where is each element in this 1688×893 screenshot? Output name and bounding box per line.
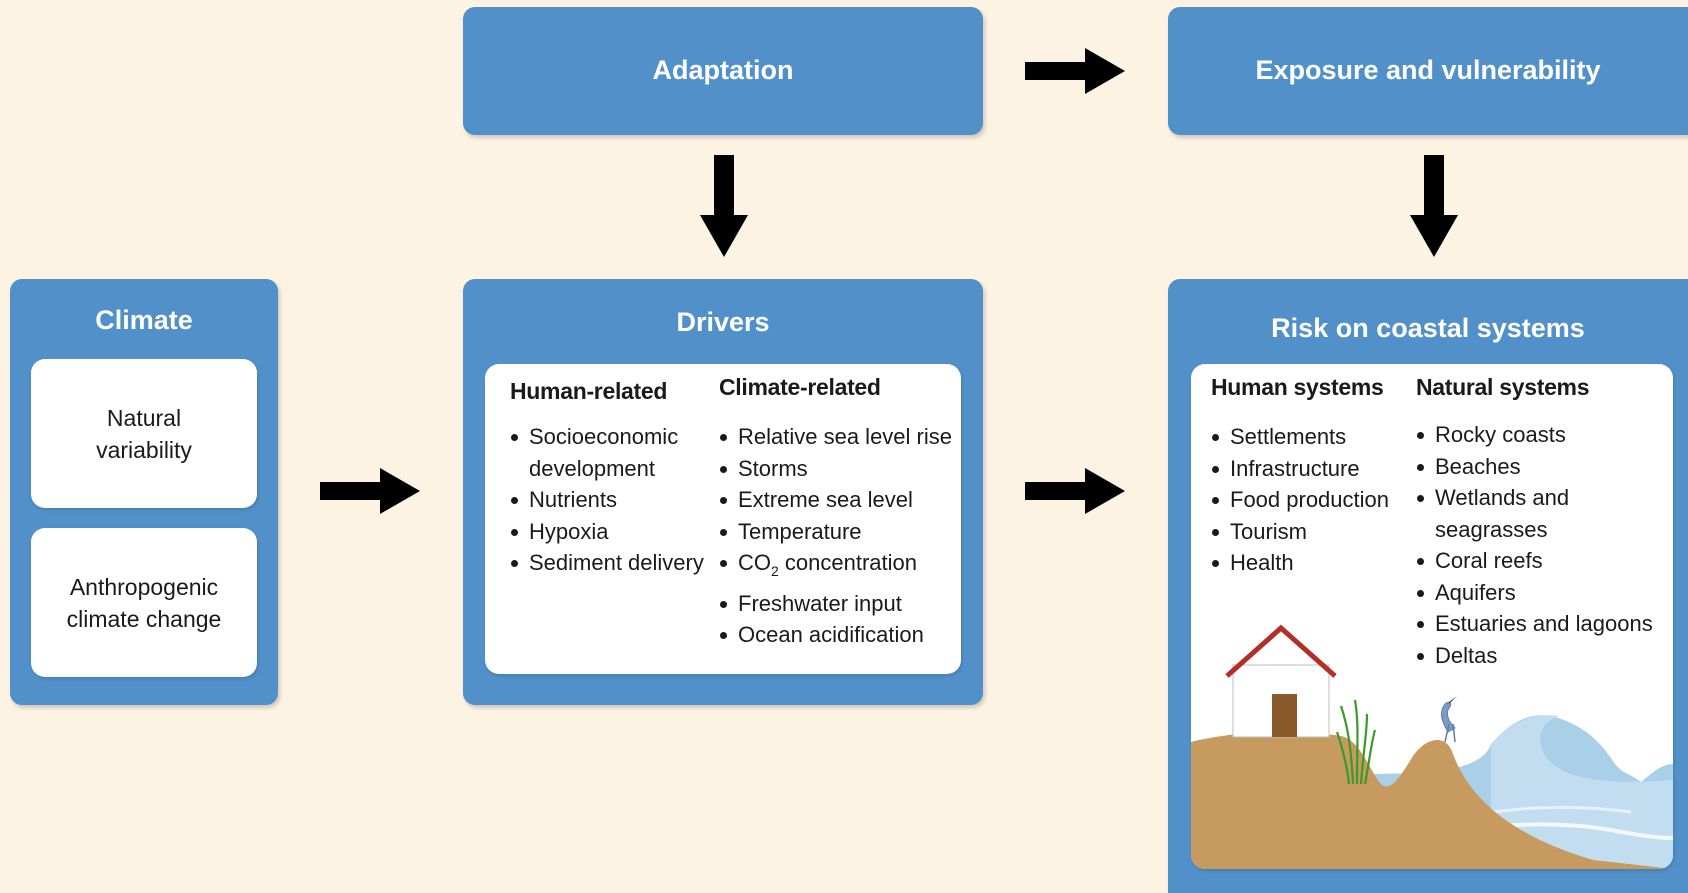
exposure-box: Exposure and vulnerability: [1168, 7, 1688, 135]
drivers-title: Drivers: [676, 307, 770, 337]
list-item: Relative sea level rise: [719, 421, 952, 453]
list-item: Hypoxia: [510, 516, 704, 548]
human-systems-column: Human systems Settlements Infrastructure…: [1211, 374, 1389, 579]
human-related-column: Human-related Socioeconomic development …: [510, 378, 704, 579]
anthropogenic-line1: Anthropogenic: [69, 573, 219, 600]
natural-variability-line2: variability: [96, 436, 192, 463]
down-arrow-icon: [1410, 155, 1458, 257]
drivers-card: Human-related Socioeconomic development …: [485, 364, 961, 674]
right-arrow-icon: [1025, 468, 1125, 514]
house-icon: [1225, 624, 1337, 738]
list-item: CO2 concentration: [719, 547, 952, 588]
risk-box: Risk on coastal systems Human systems Se…: [1168, 279, 1688, 893]
down-arrow-icon: [700, 155, 748, 257]
climate-related-heading: Climate-related: [719, 374, 881, 400]
list-item: Deltas: [1416, 640, 1653, 672]
risk-card: Human systems Settlements Infrastructure…: [1191, 364, 1673, 869]
human-systems-heading: Human systems: [1211, 374, 1384, 400]
adaptation-box: Adaptation: [463, 7, 983, 135]
list-item: Freshwater input: [719, 588, 952, 620]
list-item: Socioeconomic development: [510, 421, 704, 484]
list-item: Health: [1211, 547, 1389, 579]
adaptation-title: Adaptation: [652, 55, 794, 85]
seagrass-icon: [1335, 699, 1377, 785]
list-item: Tourism: [1211, 516, 1389, 548]
natural-systems-column: Natural systems Rocky coasts Beaches Wet…: [1416, 374, 1653, 671]
list-item: Food production: [1211, 484, 1389, 516]
list-item: Settlements: [1211, 421, 1389, 453]
right-arrow-icon: [320, 468, 420, 514]
list-item: Temperature: [719, 516, 952, 548]
climate-related-column: Climate-related Relative sea level rise …: [719, 374, 952, 651]
list-item: Nutrients: [510, 484, 704, 516]
risk-title: Risk on coastal systems: [1271, 313, 1585, 343]
exposure-title: Exposure and vulnerability: [1255, 55, 1601, 85]
natural-variability-card: Natural variability: [31, 359, 257, 508]
natural-systems-heading: Natural systems: [1416, 374, 1590, 400]
climate-box: Climate Natural variability Anthropogeni…: [10, 279, 278, 705]
list-item: Infrastructure: [1211, 453, 1389, 485]
list-item: Wetlands and seagrasses: [1416, 482, 1653, 545]
list-item: Estuaries and lagoons: [1416, 608, 1653, 640]
drivers-box: Drivers Human-related Socioeconomic deve…: [463, 279, 983, 705]
list-item: Rocky coasts: [1416, 419, 1653, 451]
human-related-heading: Human-related: [510, 378, 668, 404]
list-item: Extreme sea level: [719, 484, 952, 516]
list-item: Aquifers: [1416, 577, 1653, 609]
coastal-illustration: [1191, 624, 1673, 869]
anthropogenic-line2: climate change: [66, 605, 222, 632]
list-item: Storms: [719, 453, 952, 485]
list-item: Coral reefs: [1416, 545, 1653, 577]
anthropogenic-climate-change-card: Anthropogenic climate change: [31, 528, 257, 677]
natural-variability-line1: Natural: [106, 404, 182, 431]
list-item: Beaches: [1416, 451, 1653, 483]
climate-title: Climate: [95, 305, 193, 335]
list-item: Ocean acidification: [719, 619, 952, 651]
right-arrow-icon: [1025, 48, 1125, 94]
heron-icon: [1440, 696, 1457, 743]
list-item: Sediment delivery: [510, 547, 704, 579]
